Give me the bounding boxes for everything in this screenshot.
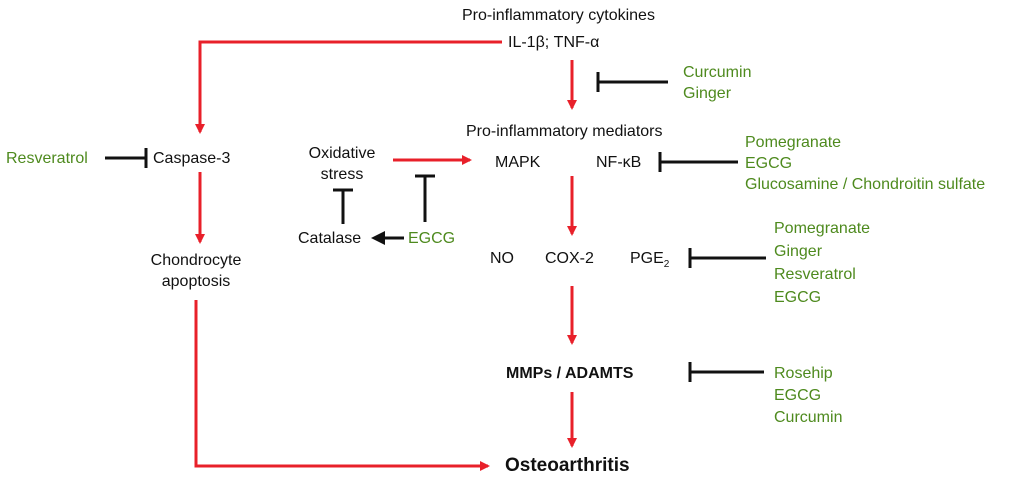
apoptosis-to-oa-arrow [194,300,490,471]
pge-inhibitor-item: EGCG [774,289,822,306]
cytokines-title: Pro-inflammatory cytokines [462,7,655,24]
cytokine-inhibition-line [596,72,668,92]
cytokine-inhibitor-item: Ginger [683,85,732,102]
caspase-inhibition-line [105,148,148,168]
pge-subscript: 2 [663,259,670,271]
pge-inhibitor-item: Resveratrol [774,266,856,283]
resveratrol-caspase-agent: Resveratrol [6,150,88,167]
caspase-label: Caspase-3 [153,150,231,167]
osteoarthritis-label: Osteoarthritis [505,455,630,476]
oxidative-stress-label: Oxidative stress [292,143,392,185]
egcg-oxidative-agent: EGCG [408,230,456,247]
egcg-oxidative-inhibition-line [415,174,435,222]
pge-inhibitor-item: Ginger [774,243,823,260]
nfkb-inhibitor-item: EGCG [745,155,793,172]
catalase-inhibition-line [333,188,353,224]
activation-arrows [194,40,577,471]
nfkb-inhibitor-item: Pomegranate [745,134,842,151]
cytokine-inhibitor-list: Curcumin Ginger [683,62,751,104]
pge-inhibition-line [688,248,766,268]
cox2-label: COX-2 [545,250,594,267]
oxidative-line2: stress [320,166,364,183]
apoptosis-line1: Chondrocyte [150,252,242,269]
pge-base: PGE [630,250,664,267]
apoptosis-label: Chondrocyte apoptosis [136,250,256,292]
cytokine-inhibitor-item: Curcumin [683,64,752,81]
mmp-inhibitor-item: EGCG [774,387,822,404]
apoptosis-line2: apoptosis [161,273,231,290]
inhibition-lines [105,72,766,382]
nfkb-label: NF-κB [596,154,642,171]
nfkb-inhibition-line [658,152,738,172]
mediators-title: Pro-inflammatory mediators [466,123,663,140]
mmps-label: MMPs / ADAMTS [506,365,634,382]
nfkb-inhibitor-item: Glucosamine / Chondroitin sulfate [745,176,986,193]
no-label: NO [490,250,514,267]
cytokine-to-caspase-arrow [195,40,502,134]
catalase-label: Catalase [298,230,362,247]
pge-inhibitor-list: Pomegranate Ginger Resveratrol EGCG [774,217,870,309]
mmps-inhibition-line [688,362,764,382]
cytokines-label: IL-1β; TNF-α [508,34,600,51]
oxidative-line1: Oxidative [308,145,376,162]
mmp-inhibitor-list: Rosehip EGCG Curcumin [774,363,842,429]
mmp-inhibitor-item: Rosehip [774,365,833,382]
pge-inhibitor-item: Pomegranate [774,220,871,237]
nfkb-inhibitor-list: Pomegranate EGCG Glucosamine / Chondroit… [745,132,985,195]
pge2-label: PGE2 [630,248,669,275]
mapk-label: MAPK [495,154,541,171]
mmp-inhibitor-item: Curcumin [774,409,843,426]
